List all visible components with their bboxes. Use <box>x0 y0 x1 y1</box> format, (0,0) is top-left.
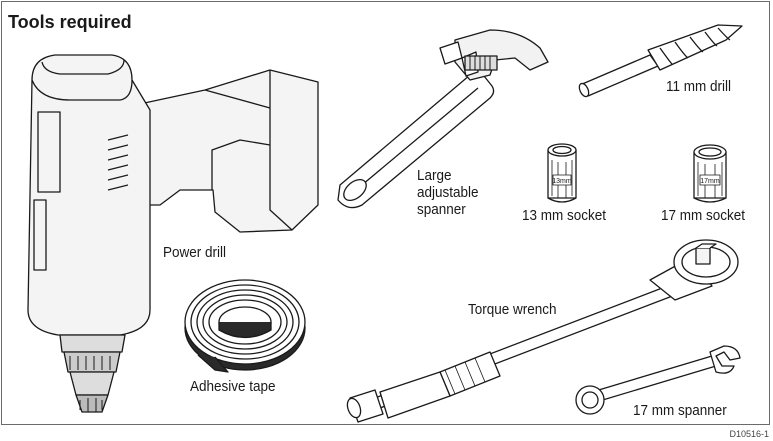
socket-13mm-marking: 13mm <box>552 178 572 185</box>
socket-13mm-illustration <box>547 143 577 203</box>
label-socket-13mm: 13 mm socket <box>522 207 607 224</box>
adjustable-spanner-illustration <box>337 29 549 209</box>
label-adjustable-spanner-line2: adjustable <box>417 184 479 201</box>
power-drill-illustration <box>27 54 319 413</box>
label-socket-17mm: 17 mm socket <box>661 207 746 224</box>
drill-bit-illustration <box>578 24 743 98</box>
label-spanner-17mm: 17 mm spanner <box>633 402 727 419</box>
diagram-title: Tools required <box>8 12 132 32</box>
diagram-frame <box>1 1 770 425</box>
label-adjustable-spanner-line3: spanner <box>417 201 466 218</box>
label-adjustable-spanner-line1: Large <box>417 167 452 184</box>
label-torque-wrench: Torque wrench <box>468 301 557 318</box>
label-drill-bit: 11 mm drill <box>666 78 732 95</box>
spanner-17mm-illustration <box>575 345 741 415</box>
label-power-drill: Power drill <box>163 244 227 261</box>
torque-wrench-illustration <box>346 239 739 423</box>
adhesive-tape-illustration <box>184 279 306 373</box>
socket-17mm-illustration <box>693 144 727 203</box>
socket-17mm-marking: 17mm <box>700 178 720 185</box>
reference-code: D10516-1 <box>729 429 769 439</box>
label-adhesive-tape: Adhesive tape <box>190 378 276 395</box>
